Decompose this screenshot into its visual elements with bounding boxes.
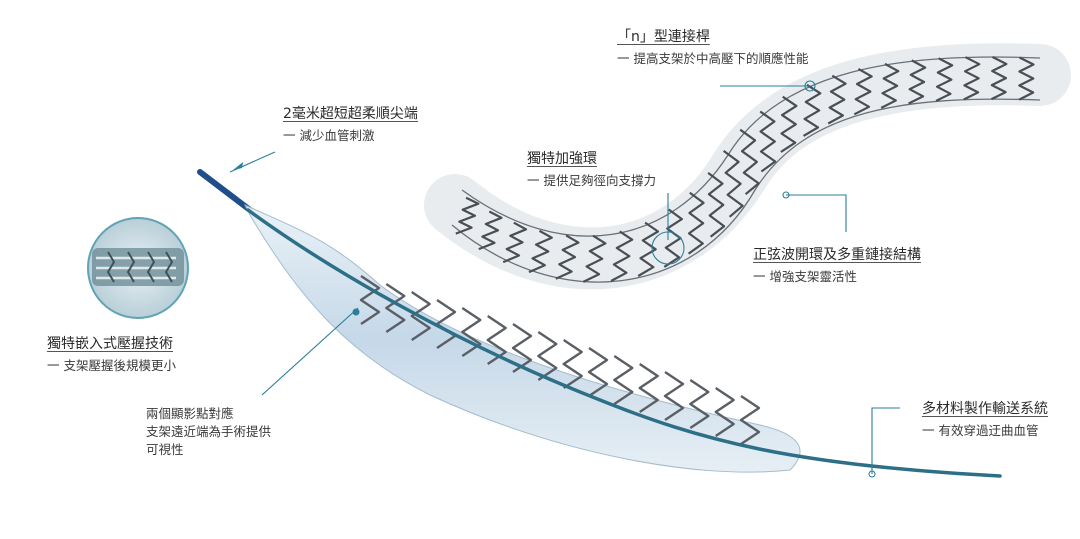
callout-sine-title: 正弦波開環及多重鏈接結構 [753,247,921,263]
balloon-stent-strut [714,387,735,437]
callout-markers-line-1: 兩個顯影點對應 [146,406,234,421]
balloon-stent-strut [638,363,659,413]
balloon-stent-strut [511,323,533,373]
callout-delivery-title: 多材料製作輸送系統 [922,401,1048,417]
balloon-stent-strut [359,275,381,325]
callout-n-link: 「n」型連接桿 一 提高支架於中高壓下的順應性能 [617,26,808,67]
callout-ring: 獨特加強環 一 提供足夠徑向支撐力 [527,148,656,189]
stent-strut [687,191,705,255]
stent-strut [478,210,503,251]
balloon-stent-strut [461,307,482,357]
stent-strut [502,221,528,264]
balloon-stent-strut [562,339,583,389]
stent-strut [739,128,760,196]
balloon-stent-strut [537,331,558,381]
stent-strut [827,74,847,125]
callout-markers-line-2: 支架遠近端為手術提供 [146,424,272,439]
callout-delivery: 多材料製作輸送系統 一 有效穿過迂曲血管 [922,398,1048,439]
curved-stent [424,43,1071,290]
callout-n-link-desc: 一 提高支架於中高壓下的順應性能 [617,51,809,66]
stent-strut [990,56,1008,101]
callout-n-link-title: 「n」型連接桿 [617,29,710,45]
callout-embedded: 獨特嵌入式壓握技術 一 支架壓握後規模更小 [47,333,176,374]
stent-strut [908,59,927,105]
stent-strut [759,110,777,173]
stent-strut [528,229,553,274]
stent-strut [610,230,634,282]
balloon-stent-strut [385,283,406,333]
callout-tip-desc: 一 減少血管刺激 [283,128,375,143]
embedded-crimp-magnifier [87,217,189,319]
balloon-catheter [197,169,1002,478]
stent-strut [880,62,900,109]
balloon-stent-strut [689,379,710,429]
stent-strut [1018,56,1035,101]
stent-strut [582,234,607,283]
stent-strut [707,172,726,238]
tip-segment [197,169,253,213]
callout-tip: 2毫米超短超柔順尖端 一 減少血管刺激 [283,103,418,144]
callout-embedded-desc: 一 支架壓握後規模更小 [47,358,176,373]
stent-strut [722,150,744,218]
callout-ring-title: 獨特加強環 [527,151,597,167]
callout-leaders [229,80,900,478]
callout-tip-title: 2毫米超短超柔順尖端 [283,106,418,122]
callout-sine-desc: 一 增強支架靈活性 [753,269,857,284]
callout-delivery-desc: 一 有效穿過迂曲血管 [922,423,1039,438]
stent-strut [802,83,822,137]
balloon-stent-strut [613,355,634,405]
catheter-shaft [246,208,1002,478]
callout-embedded-title: 獨特嵌入式壓握技術 [47,336,173,352]
callout-sine: 正弦波開環及多重鏈接結構 一 增強支架靈活性 [753,244,921,285]
balloon [243,203,801,473]
callout-ring-desc: 一 提供足夠徑向支撐力 [527,173,656,188]
balloon-stent-strut [410,291,431,341]
stent-strut [853,67,873,116]
stent-strut [963,56,981,101]
tip-arrow-icon [233,162,243,170]
marker-proximal [352,308,360,316]
stent-strut [637,221,660,277]
balloon-stent-strut [739,395,761,445]
stent-strut [455,196,480,235]
callout-markers: 兩個顯影點對應 支架遠近端為手術提供 可視性 [146,405,271,459]
callout-markers-line-3: 可視性 [146,442,184,457]
stent-strut [555,234,580,280]
stent-strut [935,57,954,102]
balloon-stent-strut [663,371,685,421]
balloon-stent-strut [587,347,609,397]
stent-strut [780,95,798,153]
